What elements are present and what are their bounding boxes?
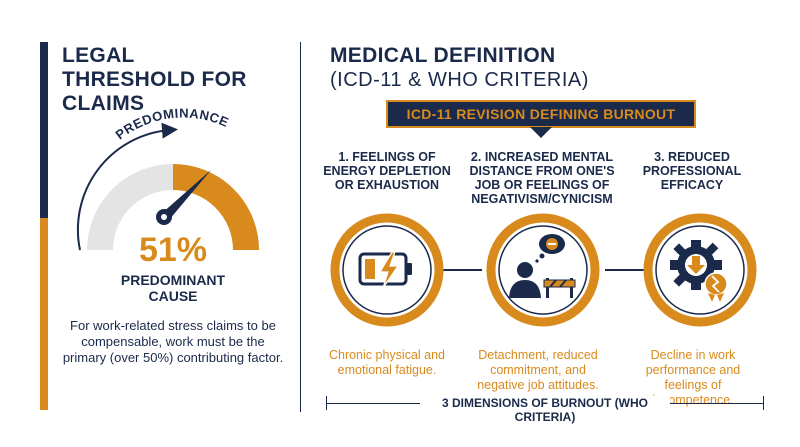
gear-with-broken-badge-icon <box>670 240 728 302</box>
accent-bar <box>40 42 48 410</box>
medical-definition-title: MEDICAL DEFINITION <box>330 44 556 67</box>
low-battery-lightning-icon <box>358 251 412 289</box>
predominance-gauge: PREDOMINANCE <box>76 105 259 251</box>
legal-threshold-title: LEGAL THRESHOLD FOR CLAIMS <box>62 44 247 115</box>
predominance-arc-label: PREDOMINANCE <box>113 105 231 142</box>
dimension-3-description: Decline in work performance and feelings… <box>645 348 741 407</box>
dimension-3-heading: 3. REDUCED PROFESSIONAL EFFICACY <box>642 150 742 192</box>
dimension-2-description: Detachment, reduced commitment, and nega… <box>477 348 599 392</box>
predominance-arrow-arc <box>76 122 178 251</box>
accent-bar-orange <box>40 218 48 410</box>
dimension-2-circle <box>486 213 600 327</box>
gauge-caption: PREDOMINANT CAUSE <box>120 272 226 304</box>
accent-bar-navy <box>40 42 48 218</box>
legal-threshold-description: For work-related stress claims to be com… <box>62 318 284 365</box>
medical-definition-subtitle: (ICD-11 & WHO CRITERIA) <box>330 69 589 91</box>
dimension-1-description: Chronic physical and emotional fatigue. <box>328 348 446 377</box>
person-with-barrier-icon <box>509 234 576 298</box>
dimension-1-heading: 1. FEELINGS OF ENERGY DEPLETION OR EXHAU… <box>323 150 451 192</box>
banner-pointer <box>530 127 552 138</box>
gauge-needle-icon <box>156 170 211 225</box>
gauge-percent: 51% <box>138 231 208 269</box>
dimension-circles <box>330 213 757 327</box>
section-divider <box>300 42 301 412</box>
gauge-fill <box>172 164 259 251</box>
dimensions-bracket-label: 3 DIMENSIONS OF BURNOUT (WHO CRITERIA) <box>420 396 670 424</box>
icd11-banner: ICD-11 REVISION DEFINING BURNOUT <box>386 100 696 128</box>
dimension-2-heading: 2. INCREASED MENTAL DISTANCE FROM ONE'S … <box>469 150 615 206</box>
